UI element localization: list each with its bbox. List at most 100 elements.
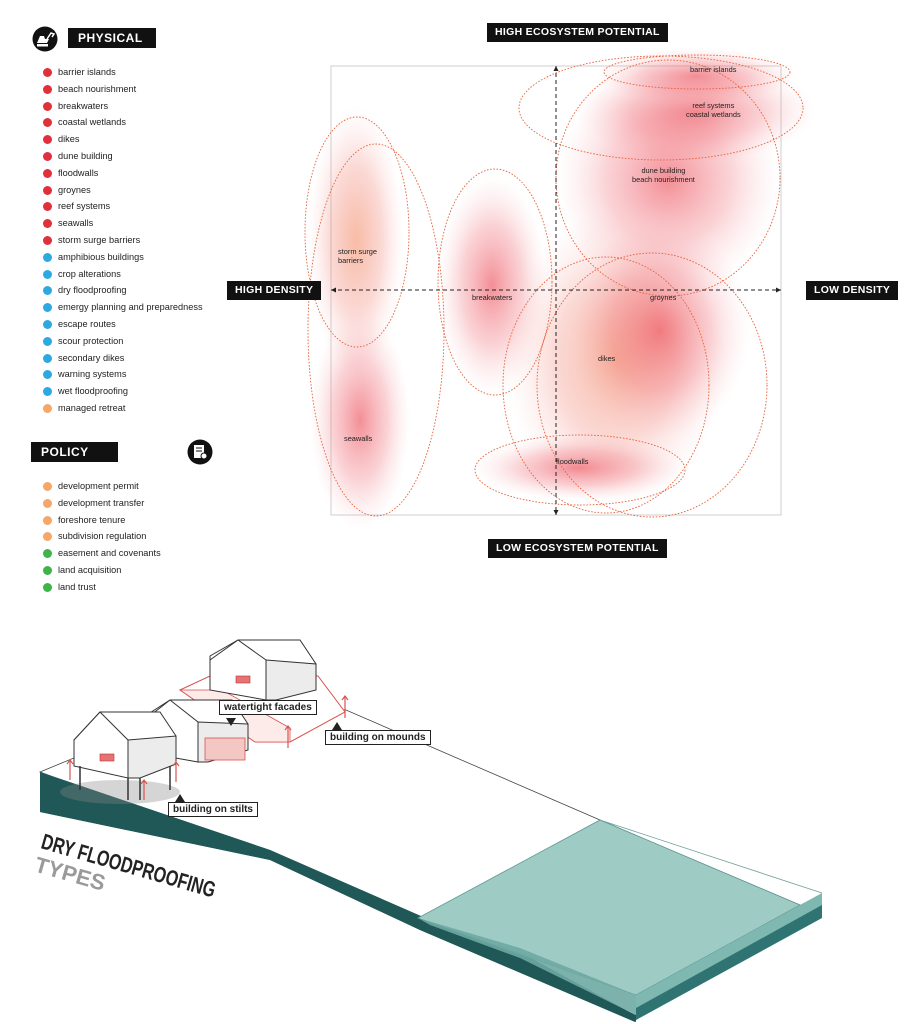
legend-dot-icon (43, 269, 52, 279)
legend-dot-icon (43, 168, 52, 178)
water-side-light (636, 893, 822, 1008)
legend-dot-icon (43, 515, 52, 525)
legend-item: floodwalls (41, 165, 203, 182)
legend-label: escape routes (58, 318, 116, 329)
legend-dot-icon (43, 498, 52, 508)
legend-item: reef systems (41, 198, 203, 215)
legend-dot-icon (43, 549, 52, 559)
callout-building-on-mounds: building on mounds (325, 722, 431, 745)
ground-right-edge (599, 819, 823, 894)
legend-dot-icon (43, 185, 52, 195)
label-barrier-islands: barrier islands (690, 65, 737, 75)
label-text: seawalls (344, 434, 373, 443)
legend-item: groynes (41, 182, 203, 199)
legend-item: seawalls (41, 215, 203, 232)
legend-dot-icon (43, 286, 52, 296)
document-stamp-icon (187, 439, 213, 465)
legend-label: amphibious buildings (58, 251, 144, 262)
axis-label-top: HIGH ECOSYSTEM POTENTIAL (487, 23, 668, 42)
axis-label-bottom: LOW ECOSYSTEM POTENTIAL (488, 539, 667, 558)
legend-dot-icon (43, 319, 52, 329)
legend-label: groynes (58, 184, 91, 195)
legend-label: secondary dikes (58, 352, 125, 363)
legend-label: storm surge barriers (58, 234, 141, 245)
label-line: coastal wetlands (686, 109, 741, 119)
label-floodwalls: floodwalls (556, 457, 588, 467)
house-on-stilts (60, 711, 180, 804)
legend-dot-icon (43, 482, 52, 491)
legend-label: dry floodproofing (58, 285, 127, 296)
legend-item: breakwaters (41, 98, 203, 115)
legend-item: crop alterations (41, 266, 203, 283)
legend-label: land trust (58, 581, 96, 592)
callout-text: watertight facades (224, 702, 312, 713)
legend-item: foreshore tenure (41, 512, 161, 529)
legend-item: barrier islands (41, 64, 203, 81)
legend-dot-icon (43, 68, 52, 77)
house-on-mound (209, 639, 317, 701)
legend-dot-icon (43, 353, 52, 363)
legend-dot-icon (43, 336, 52, 346)
legend-dot-icon (43, 235, 52, 245)
legend-dot-icon (43, 370, 52, 380)
legend-item: subdivision regulation (41, 528, 161, 545)
legend-label: reef systems (58, 201, 111, 212)
legend-label: barrier islands (58, 67, 116, 77)
bubble-outlines (304, 54, 804, 518)
legend-label: easement and covenants (58, 548, 161, 559)
legend-label: emergy planning and preparedness (58, 302, 203, 313)
legend-label: subdivision regulation (58, 531, 147, 542)
callout-pointer (332, 722, 342, 730)
legend-label: breakwaters (58, 100, 109, 111)
legend-dot-icon (43, 118, 52, 128)
label-line: beach nourishment (632, 174, 695, 184)
legend-dot-icon (43, 565, 52, 575)
legend-item: secondary dikes (41, 350, 203, 367)
label-line: dune building (641, 166, 686, 175)
legend-label: foreshore tenure (58, 514, 126, 525)
legend-dot-icon (43, 252, 52, 262)
legend-dot-icon (43, 303, 52, 313)
legend-label: dune building (58, 150, 113, 161)
label-text: breakwaters (472, 293, 513, 302)
label-text: barrier islands (690, 65, 737, 74)
callout-pointer (175, 794, 185, 802)
legend-dot-icon (43, 135, 52, 145)
callout-text: building on mounds (330, 732, 426, 743)
legend-dot-icon (43, 219, 52, 229)
legend-item: dune building (41, 148, 203, 165)
legend-dot-icon (43, 84, 52, 94)
legend-item: land trust (41, 579, 161, 596)
axis-label-left: HIGH DENSITY (227, 281, 322, 300)
legend-item: scour protection (41, 333, 203, 350)
excavator-icon (32, 26, 58, 52)
physical-strategy-title: PHYSICAL STRATEGY (68, 28, 157, 65)
label-seawalls: seawalls (344, 434, 373, 444)
legend-item: storm surge barriers (41, 232, 203, 249)
axis-label-right: LOW DENSITY (806, 281, 899, 300)
axis-arrows (331, 66, 781, 515)
legend-dot-icon (43, 582, 52, 592)
legend-label: development permit (58, 481, 139, 491)
label-text: groynes (650, 293, 677, 302)
legend-item: easement and covenants (41, 545, 161, 562)
legend-item: dikes (41, 131, 203, 148)
legend-item: amphibious buildings (41, 249, 203, 266)
legend-dot-icon (43, 532, 52, 542)
legend-item: coastal wetlands (41, 114, 203, 131)
ground-section-face (40, 772, 636, 1022)
physical-strategy-legend: barrier islands beach nourishment breakwat… (41, 64, 203, 417)
legend-label: wet floodproofing (58, 386, 128, 397)
legend-item: beach nourishment (41, 81, 203, 98)
legend-label: dikes (58, 134, 80, 145)
water-front (418, 918, 636, 1015)
callout-pointer (226, 718, 236, 726)
legend-item: managed retreat (41, 400, 203, 417)
legend-label: floodwalls (58, 167, 99, 178)
strategy-matrix (304, 48, 816, 530)
label-text: dikes (598, 354, 616, 363)
label-breakwaters: breakwaters (472, 293, 513, 303)
